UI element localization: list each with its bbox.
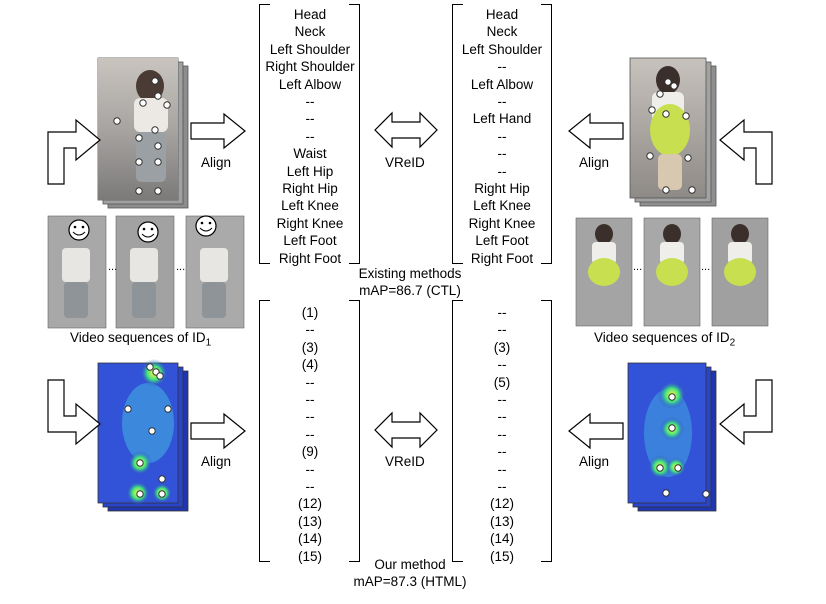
bracket-bottom-left-open: [259, 300, 270, 562]
align-label-top-left: Align: [201, 155, 232, 170]
id1-video-sequence: [47, 215, 245, 329]
align-arrow-left-top: [568, 112, 624, 150]
id2-keypoint-frames: [629, 57, 717, 207]
keypoint: [151, 77, 159, 85]
ellipsis-id1-b: ...: [176, 261, 186, 273]
double-arrow-bottom: [374, 411, 438, 449]
id1-heatmap-frames: [97, 359, 189, 512]
curved-arrow-left-top: [47, 118, 101, 185]
bracket-top-right-open: [452, 4, 463, 264]
bracket-top-right-close: [541, 4, 552, 264]
keypoint-list-bottom-right: ----(3) --(5)-- ------ ----(12) (13)(14)…: [489, 305, 514, 564]
caption-id1: Video sequences of ID1: [70, 330, 212, 349]
curved-arrow-right-top: [719, 118, 773, 185]
align-arrow-left-bottom: [568, 412, 624, 450]
double-arrow-top: [374, 111, 438, 149]
bracket-bottom-left-close: [349, 300, 360, 562]
keypoint-list-bottom-left: (1)--(3) (4)---- ----(9) ----(12) (13)(1…: [297, 305, 322, 564]
id1-keypoint-frames: [97, 57, 189, 209]
vreid-label-top: VReID: [385, 155, 425, 170]
method-caption-bottom: Our method mAP=87.3 (HTML): [353, 557, 467, 589]
id2-heatmap-frames: [627, 362, 717, 512]
align-label-bottom-right: Align: [579, 454, 610, 469]
ellipsis-id1-a: ...: [108, 261, 118, 273]
method-caption-top: Existing methods mAP=86.7 (CTL): [358, 266, 462, 298]
caption-id2: Video sequences of ID2: [594, 330, 736, 349]
ellipsis-id2-b: ...: [701, 261, 711, 273]
ellipsis-id2-a: ...: [633, 261, 643, 273]
align-label-bottom-left: Align: [201, 454, 232, 469]
bracket-bottom-right-open: [452, 300, 463, 562]
align-arrow-right-bottom: [190, 412, 246, 450]
id2-video-sequence: [575, 217, 769, 327]
bracket-bottom-right-close: [541, 300, 552, 562]
curved-arrow-right-bottom: [719, 379, 773, 446]
bracket-top-left-close: [349, 4, 360, 264]
align-label-top-right: Align: [579, 155, 610, 170]
align-arrow-right-top: [190, 112, 246, 150]
bracket-top-left-open: [259, 4, 270, 264]
vreid-label-bottom: VReID: [385, 454, 425, 469]
curved-arrow-left-bottom: [47, 379, 101, 446]
smiley-face-icon: [68, 215, 217, 243]
